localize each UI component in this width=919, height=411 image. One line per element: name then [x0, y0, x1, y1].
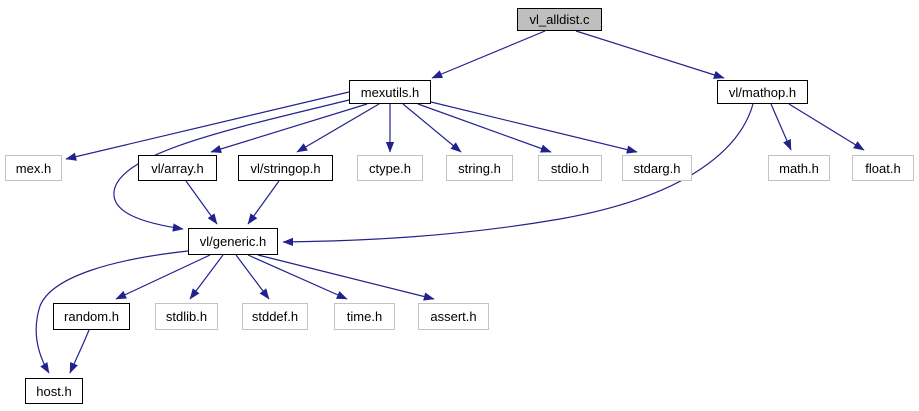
edge-mexutils_h-to-vl_stringop_h: [296, 103, 380, 153]
edge-random_h-to-host_h: [69, 329, 90, 374]
node-vl-generic-h[interactable]: vl/generic.h: [188, 228, 278, 255]
edge-vl_generic_h-to-random_h: [115, 254, 211, 300]
edge-vl_stringop_h-to-vl_generic_h: [247, 180, 280, 225]
node-ctype-h: ctype.h: [357, 155, 423, 181]
edge-vl_generic_h-to-stddef_h: [235, 254, 270, 300]
edge-mexutils_h-to-mex_h: [65, 91, 350, 161]
node-host-h[interactable]: host.h: [25, 378, 83, 404]
node-stdio-h: stdio.h: [538, 155, 602, 181]
node-assert-h: assert.h: [418, 303, 489, 330]
edge-vl_alldist_c-to-mexutils_h: [431, 30, 546, 79]
edge-vl_mathop_h-to-float_h: [788, 103, 865, 151]
edge-vl_mathop_h-to-vl_generic_h: [282, 103, 754, 247]
edge-vl_array_h-to-vl_generic_h: [185, 180, 218, 225]
node-mex-h: mex.h: [5, 155, 62, 181]
edge-vl_generic_h-to-assert_h: [257, 254, 435, 301]
node-mexutils-h[interactable]: mexutils.h: [349, 80, 431, 104]
edge-mexutils_h-to-vl_array_h: [210, 103, 368, 154]
node-math-h: math.h: [768, 155, 830, 181]
node-stdarg-h: stdarg.h: [622, 155, 692, 181]
node-time-h: time.h: [334, 303, 395, 330]
node-stdlib-h: stdlib.h: [155, 303, 218, 330]
edge-vl_generic_h-to-time_h: [247, 254, 348, 300]
edge-mexutils_h-to-string_h: [402, 103, 462, 153]
node-string-h: string.h: [446, 155, 513, 181]
edge-vl_generic_h-to-host_h: [35, 250, 189, 374]
edge-vl_generic_h-to-stdlib_h: [189, 254, 224, 300]
edge-vl_mathop_h-to-math_h: [770, 103, 792, 151]
node-stddef-h: stddef.h: [242, 303, 308, 330]
node-float-h: float.h: [852, 155, 914, 181]
edge-vl_alldist_c-to-vl_mathop_h: [575, 30, 725, 79]
node-random-h[interactable]: random.h: [53, 303, 130, 330]
node-vl-stringop-h[interactable]: vl/stringop.h: [238, 155, 333, 181]
node-vl-mathop-h[interactable]: vl/mathop.h: [717, 80, 808, 104]
edge-mexutils_h-to-stdio_h: [417, 103, 552, 153]
node-vl-alldist-c: vl_alldist.c: [517, 8, 602, 31]
node-vl-array-h[interactable]: vl/array.h: [138, 155, 217, 181]
edge-mexutils_h-to-vl_generic_h: [113, 99, 350, 232]
edge-mexutils_h-to-stdarg_h: [430, 101, 638, 154]
